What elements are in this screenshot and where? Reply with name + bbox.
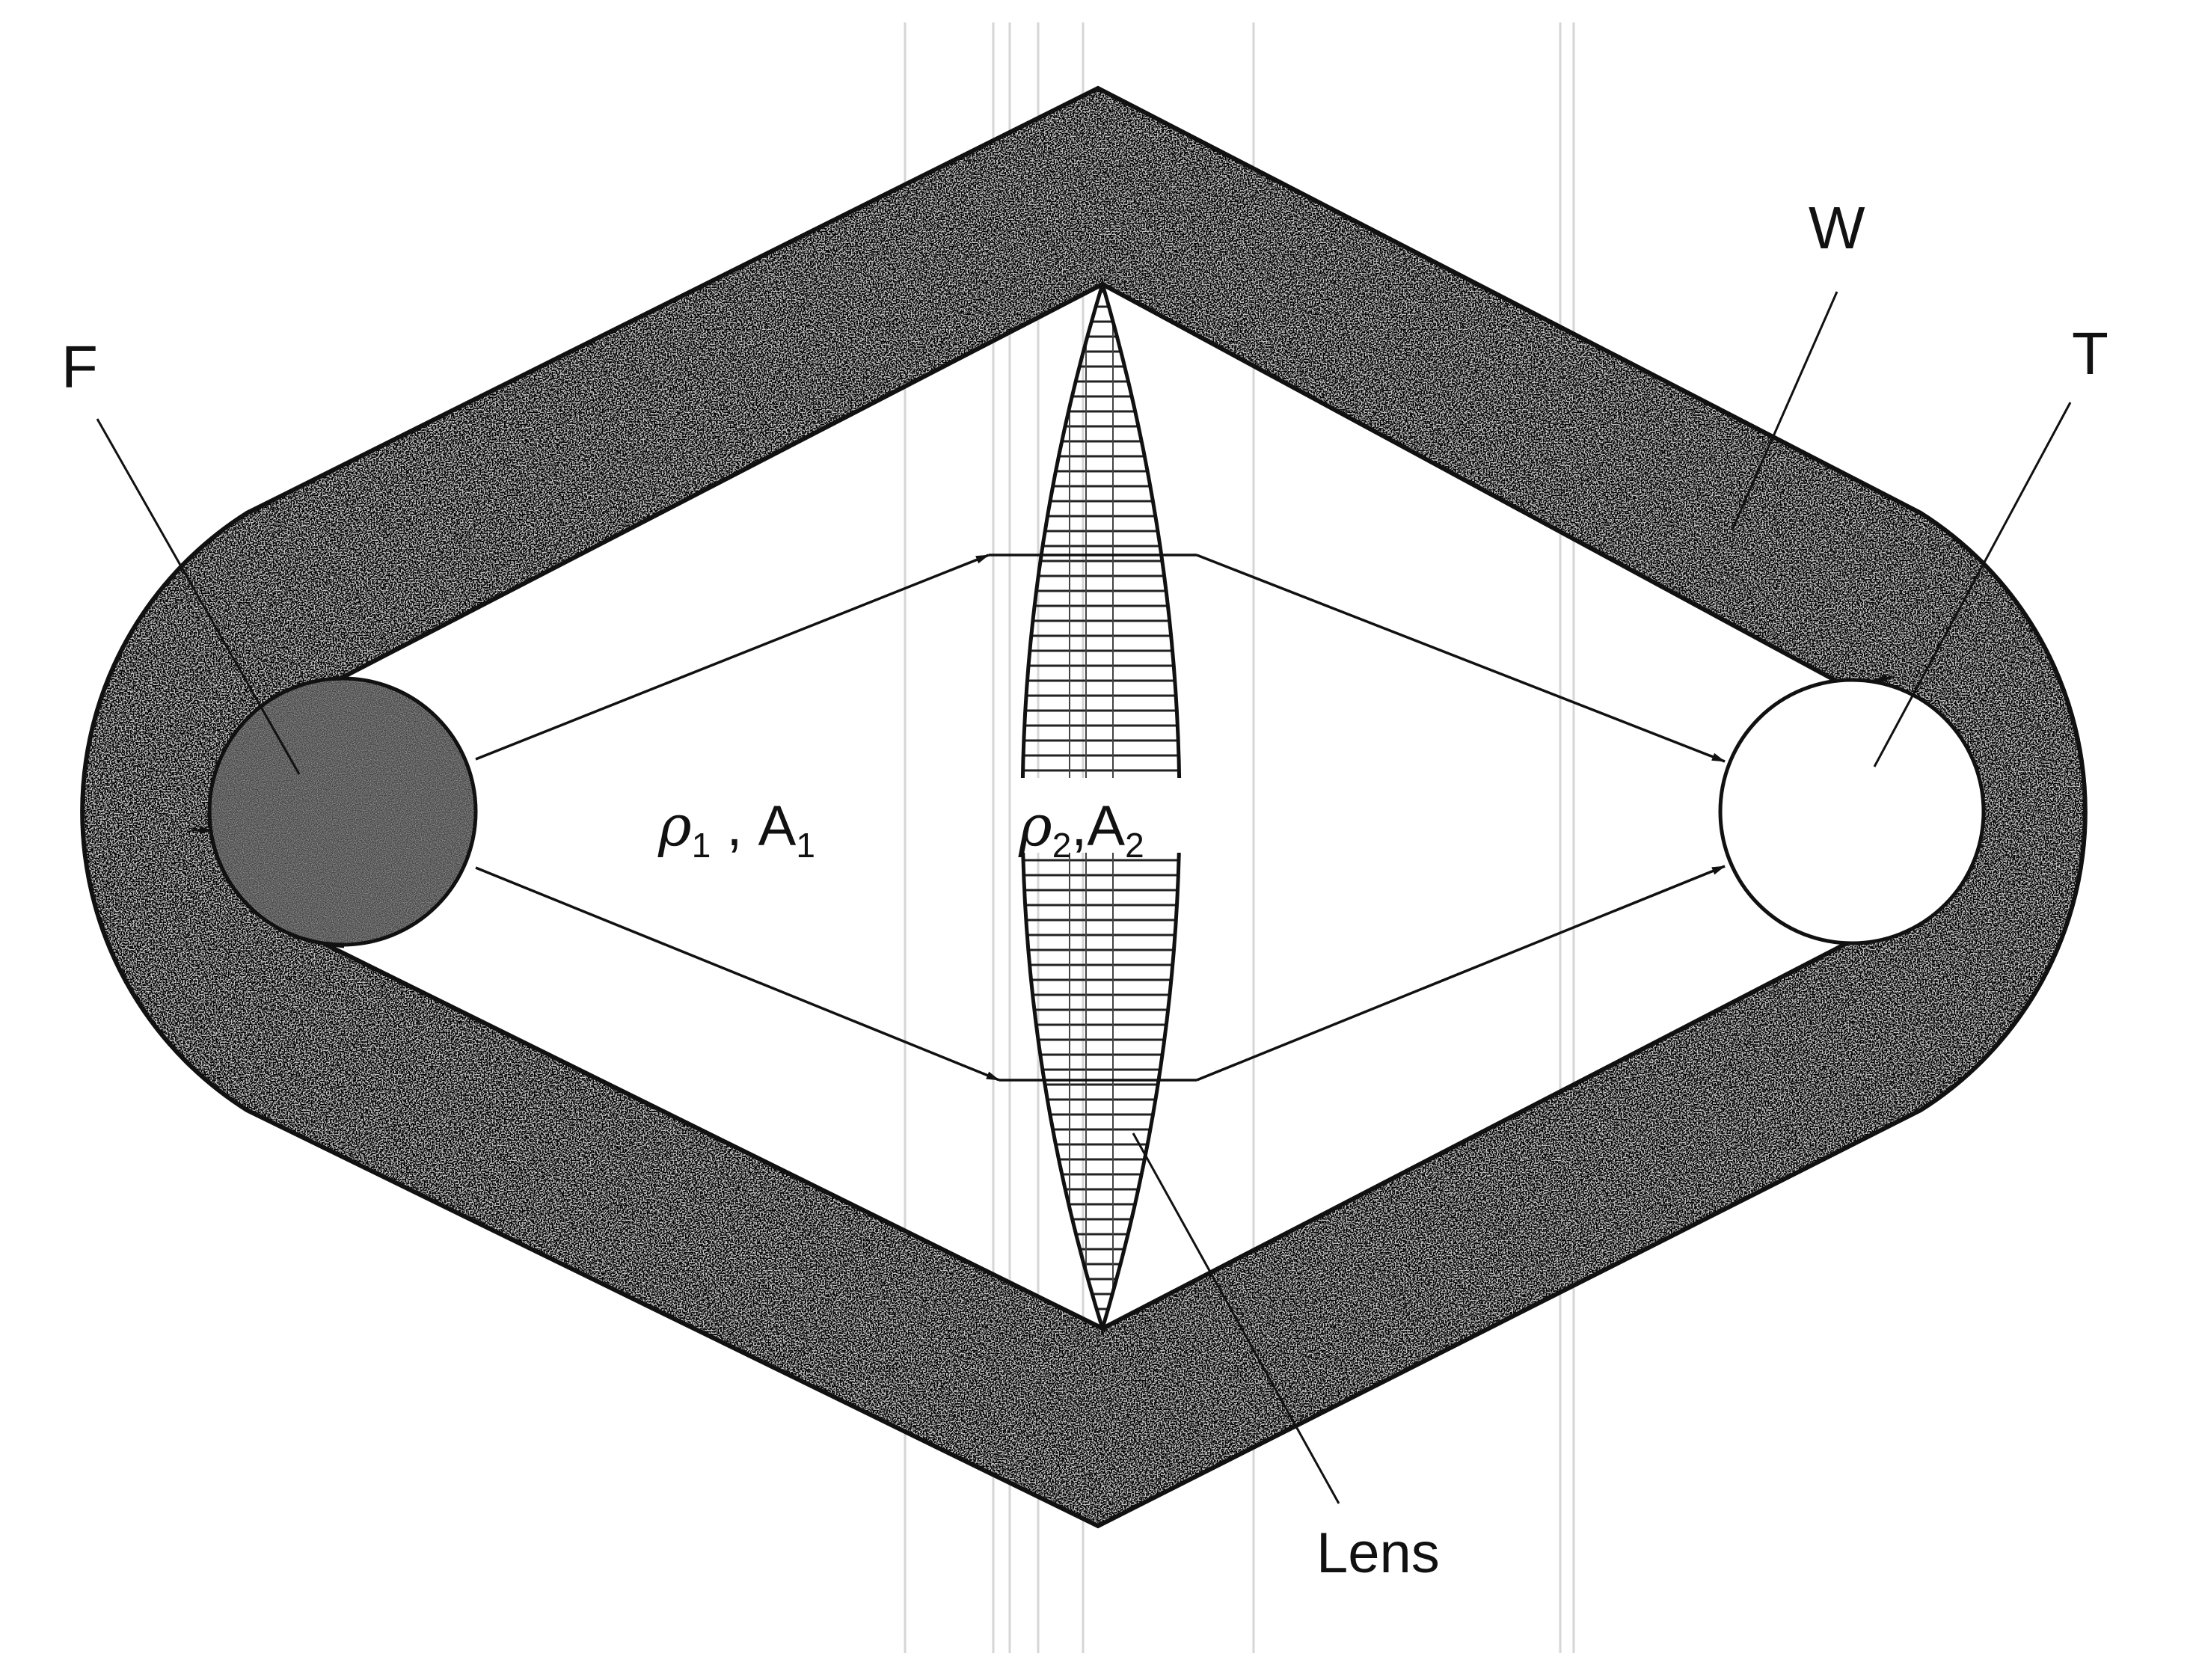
label-lens: Lens [1316,1521,1440,1585]
rays [475,554,1726,1082]
label-target: T [2072,320,2108,387]
region2-area: A [1087,794,1125,858]
region2-rho: ρ [1018,792,1052,859]
region1-area: A [758,794,797,858]
ray-lower-right [1196,865,1726,1082]
label-furnace: F [61,334,98,400]
target-sphere [1718,678,1986,945]
label-wall: W [1809,194,1865,261]
region1-area-sub: 1 [796,826,815,865]
region2-sep: , [1071,794,1087,858]
label-region2: ρ2,A2 [1018,792,1144,865]
leader-lens [1132,1132,1340,1504]
region1-rho-sub: 1 [692,826,711,865]
ray-upper-left [475,554,990,761]
lens-label-backdrop [1011,778,1185,853]
ray-upper-right [1196,554,1726,763]
leader-t [1873,402,2072,767]
leader-w [1731,291,1838,530]
label-region1: ρ1 , A1 [657,792,815,865]
leader-lines [96,291,2072,1504]
region2-area-sub: 2 [1125,826,1144,865]
region1-rho: ρ [657,792,692,859]
ray-lower-left [475,866,1000,1082]
furnace-sphere [207,676,478,947]
leader-f [96,418,301,775]
region1-sep: , [711,794,758,858]
region2-rho-sub: 2 [1052,826,1072,865]
